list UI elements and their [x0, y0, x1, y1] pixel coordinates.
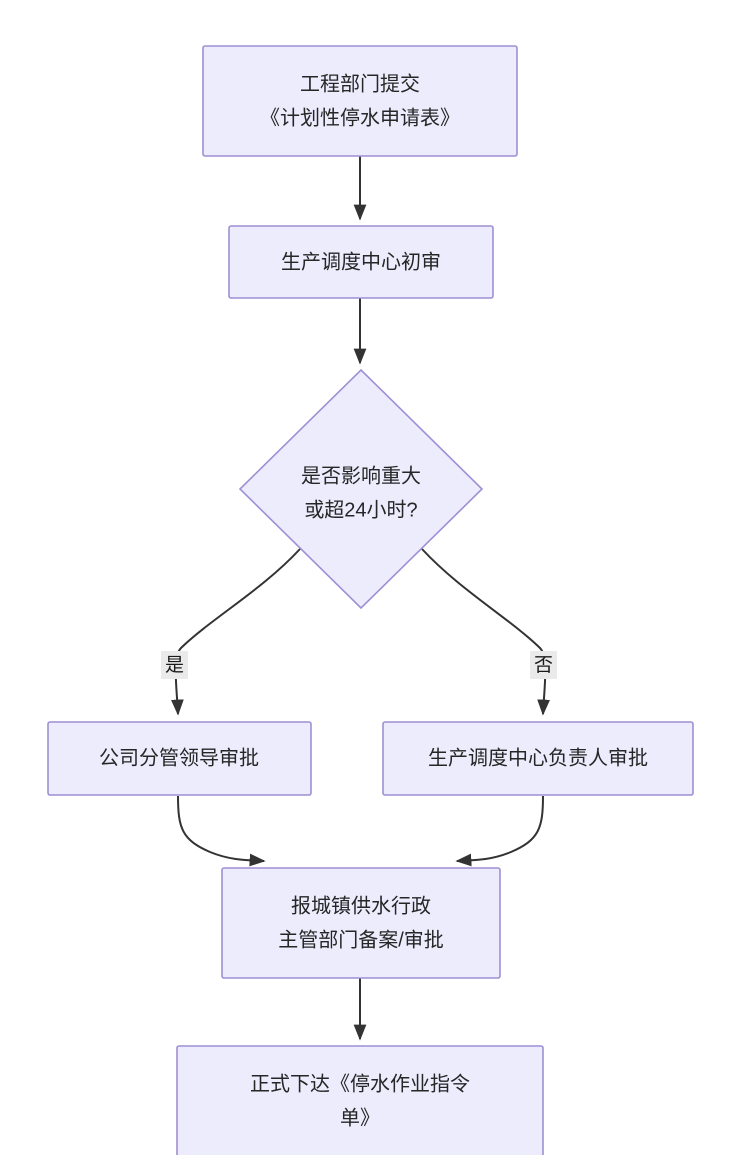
node-n6-line-2: 主管部门备案/审批: [278, 928, 444, 951]
node-n2-dispatch-center-review[interactable]: 生产调度中心初审: [228, 225, 494, 299]
node-n2-shape[interactable]: [228, 225, 494, 299]
node-n7-shape[interactable]: [176, 1045, 544, 1155]
node-n1-line-1: 工程部门提交: [300, 72, 420, 95]
node-n4-company-leader-approval[interactable]: 公司分管领导审批: [47, 721, 312, 796]
node-n6-shape[interactable]: [221, 867, 501, 979]
node-n1-shape[interactable]: [202, 45, 518, 157]
node-n4-shape[interactable]: [47, 721, 312, 796]
edge-n3-n4-yes: [171, 548, 301, 716]
node-n1-line-2: 《计划性停水申请表》: [260, 106, 460, 129]
node-n3-line-2: 或超24小时?: [304, 498, 417, 521]
edge-label-yes: 是: [165, 655, 184, 676]
edge-label-no-bg: [530, 651, 557, 679]
edge-label-yes-bg: [161, 651, 188, 679]
node-n7-issue-work-order[interactable]: 正式下达《停水作业指令 单》: [176, 1045, 544, 1155]
node-n3-shape[interactable]: [238, 368, 484, 610]
edge-n3-n5-no: [421, 548, 550, 716]
node-n3-decision-major-impact[interactable]: 是否影响重大 或超24小时?: [238, 368, 484, 610]
node-n5-line-1: 生产调度中心负责人审批: [428, 746, 648, 769]
node-n7-line-2: 单》: [340, 1106, 380, 1129]
node-n6-line-1: 报城镇供水行政: [291, 894, 431, 917]
node-n5-dispatch-head-approval[interactable]: 生产调度中心负责人审批: [382, 721, 694, 796]
edge-layer: [171, 156, 550, 1041]
node-n2-line-1: 生产调度中心初审: [281, 250, 441, 273]
node-n5-shape[interactable]: [382, 721, 694, 796]
edge-label-no: 否: [534, 655, 553, 676]
edge-label-yes-group: 是: [161, 651, 188, 679]
edge-label-no-group: 否: [530, 651, 557, 679]
node-n6-municipal-authority-filing[interactable]: 报城镇供水行政 主管部门备案/审批: [221, 867, 501, 979]
node-n7-line-1: 正式下达《停水作业指令: [250, 1072, 470, 1095]
node-n4-line-1: 公司分管领导审批: [99, 746, 259, 769]
node-n3-line-1: 是否影响重大: [301, 464, 421, 487]
edge-n5-n6: [455, 795, 544, 867]
edge-n4-n6: [177, 795, 266, 867]
node-n1-submit-application[interactable]: 工程部门提交 《计划性停水申请表》: [202, 45, 518, 157]
